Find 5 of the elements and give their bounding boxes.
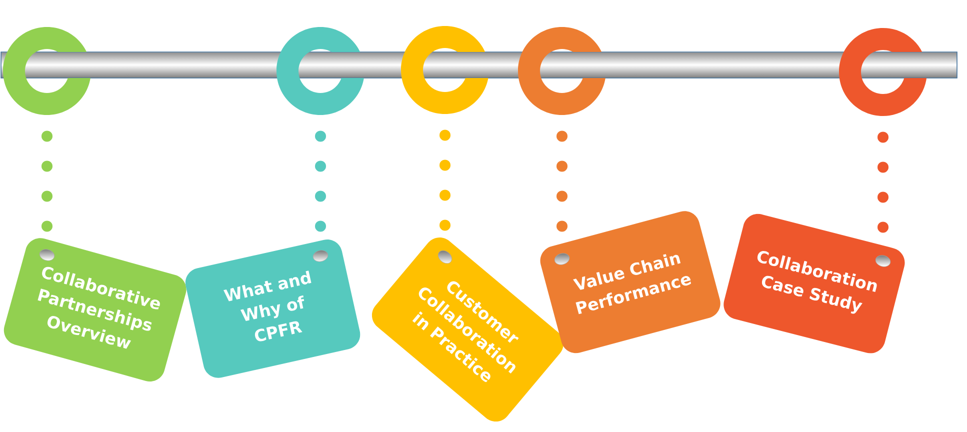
dotted-line bbox=[878, 132, 888, 234]
dotted-line bbox=[42, 130, 52, 234]
dotted-line bbox=[315, 130, 326, 234]
hanging-tag: What and Why of CPFR bbox=[185, 240, 360, 378]
dotted-line bbox=[556, 130, 568, 234]
